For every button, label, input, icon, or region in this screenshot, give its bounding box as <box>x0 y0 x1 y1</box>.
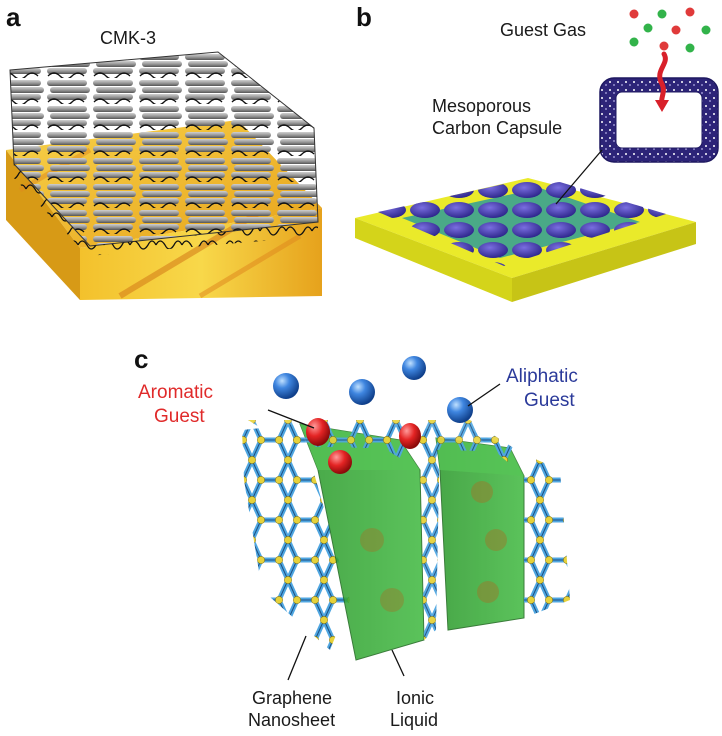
label-aromatic-guest: Guest <box>154 406 205 427</box>
label-mesoporous: Mesoporous <box>432 96 532 116</box>
panel-a-letter: a <box>6 2 21 32</box>
label-carbon-capsule: Carbon Capsule <box>432 118 563 138</box>
leader-aliphatic <box>467 383 501 407</box>
label-graphene: Graphene <box>252 688 333 708</box>
label-aliphatic: Aliphatic <box>506 366 578 387</box>
yellow-substrate-side <box>512 222 696 302</box>
gas-entry-arrow <box>657 51 668 107</box>
graphene-sheet-right <box>470 430 570 618</box>
graphene-sheet-left <box>242 424 350 650</box>
panel-b-letter: b <box>356 2 372 32</box>
label-ionic: Ionic <box>396 688 435 708</box>
leader-ionic <box>391 649 405 677</box>
panel-c-letter: c <box>134 344 149 374</box>
guest-gas-molecules <box>629 7 711 53</box>
leader-graphene <box>287 635 307 681</box>
label-aliphatic-guest: Guest <box>524 390 575 411</box>
aliphatic-guest-molecules <box>273 356 473 423</box>
leader-aromatic <box>267 409 315 429</box>
label-liquid: Liquid <box>390 710 439 730</box>
label-aromatic: Aromatic <box>138 382 213 403</box>
label-nanosheet: Nanosheet <box>248 710 336 730</box>
mesoporous-capsule-layer <box>378 176 666 266</box>
yellow-substrate-front <box>355 218 512 302</box>
label-guest-gas: Guest Gas <box>500 20 587 40</box>
label-cmk3: CMK-3 <box>100 28 157 48</box>
aromatic-guest-molecules <box>306 418 421 474</box>
